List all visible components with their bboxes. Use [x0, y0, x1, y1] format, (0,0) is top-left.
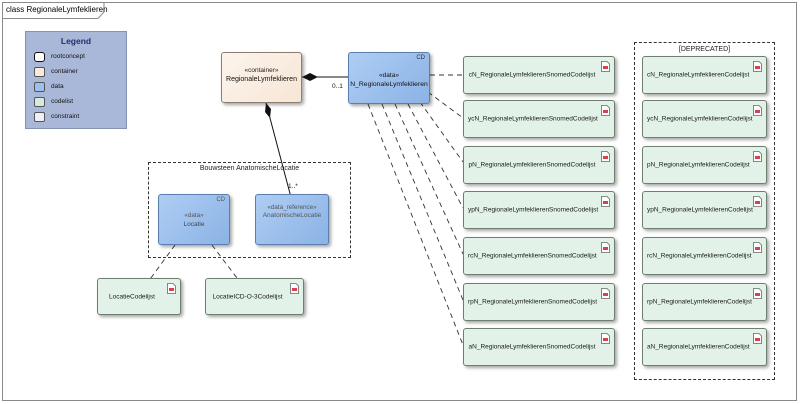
codelist-title: aN_RegionaleLymfeklierenCodelijst	[647, 343, 750, 351]
bouwsteen-package: Bouwsteen AnatomischeLocatie	[148, 162, 351, 258]
aggregation-diamond-2	[265, 103, 271, 118]
legend-swatch	[34, 52, 45, 62]
aggregation-diamond	[302, 73, 318, 81]
codelist-title: rcN_RegionaleLymfeklierenSnomedCodelijst	[468, 252, 597, 260]
link-locatie-codelijst	[147, 244, 176, 283]
deprecated-codelist-rpn[interactable]: rpN_RegionaleLymfeklierenCodelijst	[642, 283, 767, 321]
legend-swatch	[34, 82, 45, 92]
codelist-an-snomed[interactable]: aN_RegionaleLymfeklierenSnomedCodelijst	[463, 328, 615, 366]
container-stereotype: «container»	[244, 67, 279, 74]
codelist-title: ycN_RegionaleLymfeklierenSnomedCodelijst	[468, 115, 598, 123]
document-icon	[753, 242, 762, 253]
locatie-codelijst-node[interactable]: LocatieCodelijst	[97, 278, 181, 315]
codelist-ycn-snomed[interactable]: ycN_RegionaleLymfeklierenSnomedCodelijst	[463, 100, 615, 138]
codelist-title: cN_RegionaleLymfeklierenSnomedCodelijst	[468, 71, 596, 79]
document-icon	[601, 61, 610, 72]
link-pn	[419, 101, 464, 163]
document-icon	[290, 283, 299, 294]
locatie-name: Locatie	[183, 221, 205, 228]
codelist-rpn-snomed[interactable]: rpN_RegionaleLymfeklierenSnomedCodelijst	[463, 283, 615, 321]
deprecated-package: [DEPRECATED]	[634, 42, 775, 380]
anatomische-multiplicity: 1..*	[288, 183, 298, 190]
tab-shape	[2, 2, 105, 19]
codelist-title: ypN_RegionaleLymfeklierenSnomedCodelijst	[468, 206, 599, 214]
deprecated-title: [DEPRECATED]	[678, 46, 731, 53]
main-data-multiplicity: 0..1	[332, 83, 343, 90]
codelist-title: ypN_RegionaleLymfeklierenCodelijst	[647, 206, 753, 214]
main-data-name: N_RegionaleLymfeklieren	[350, 81, 428, 88]
codelist-title: rcN_RegionaleLymfeklierenCodelijst	[647, 252, 752, 260]
codelist-cn-snomed[interactable]: cN_RegionaleLymfeklierenSnomedCodelijst	[463, 56, 615, 94]
codelist-ypn-snomed[interactable]: ypN_RegionaleLymfeklierenSnomedCodelijst	[463, 191, 615, 229]
document-icon	[753, 151, 762, 162]
codelist-title: rpN_RegionaleLymfeklierenCodelijst	[647, 298, 752, 306]
legend-swatch	[34, 67, 45, 77]
document-icon	[601, 242, 610, 253]
document-icon	[753, 333, 762, 344]
container-name: RegionaleLymfeklieren	[226, 76, 297, 83]
diagram-tab: class RegionaleLymfeklieren	[2, 2, 110, 19]
container-node[interactable]: «container» RegionaleLymfeklieren	[221, 52, 302, 103]
link-rpn	[381, 103, 464, 301]
codelist-title: cN_RegionaleLymfeklierenCodelijst	[647, 71, 750, 79]
codelist-title: pN_RegionaleLymfeklierenCodelijst	[647, 161, 750, 169]
document-icon	[753, 196, 762, 207]
main-data-node[interactable]: CD «data» N_RegionaleLymfeklieren	[348, 52, 430, 104]
codelist-pn-snomed[interactable]: pN_RegionaleLymfeklierenSnomedCodelijst	[463, 146, 615, 184]
diagram-title: class RegionaleLymfeklieren	[6, 5, 108, 14]
anatomische-locatie-node[interactable]: «data_reference» AnatomischeLocatie	[255, 194, 329, 245]
link-ycn	[427, 91, 464, 119]
locatie-stereotype: «data»	[184, 212, 204, 219]
link-an	[367, 103, 464, 346]
anatomische-name: AnatomischeLocatie	[262, 212, 322, 219]
document-icon	[601, 333, 610, 344]
legend-label: constraint	[51, 113, 80, 120]
locatie-icd-codelijst-node[interactable]: LocatieICD-O-3Codelijst	[205, 278, 304, 315]
document-icon	[167, 283, 176, 294]
deprecated-codelist-pn[interactable]: pN_RegionaleLymfeklierenCodelijst	[642, 146, 767, 184]
bouwsteen-title: Bouwsteen AnatomischeLocatie	[199, 165, 300, 172]
deprecated-codelist-rcn[interactable]: rcN_RegionaleLymfeklierenCodelijst	[642, 237, 767, 275]
deprecated-codelist-cn[interactable]: cN_RegionaleLymfeklierenCodelijst	[642, 56, 767, 94]
legend-label: rootconcept	[51, 53, 85, 60]
codelist-title: aN_RegionaleLymfeklierenSnomedCodelijst	[468, 343, 596, 351]
main-data-badge: CD	[416, 55, 425, 61]
codelist-links	[147, 74, 464, 346]
codelist-title: ycN_RegionaleLymfeklierenCodelijst	[647, 115, 753, 123]
link-rcn	[394, 103, 464, 255]
link-locatie-icd	[211, 244, 241, 283]
codelist-title: LocatieICD-O-3Codelijst	[212, 293, 283, 300]
codelist-title: rpN_RegionaleLymfeklierenSnomedCodelijst	[468, 298, 598, 306]
legend-label: data	[51, 83, 64, 90]
codelist-title: pN_RegionaleLymfeklierenSnomedCodelijst	[468, 161, 596, 169]
document-icon	[601, 196, 610, 207]
codelist-rcn-snomed[interactable]: rcN_RegionaleLymfeklierenSnomedCodelijst	[463, 237, 615, 275]
document-icon	[601, 151, 610, 162]
main-data-stereotype: «data»	[379, 72, 399, 79]
legend-swatch	[34, 112, 45, 122]
legend-label: container	[51, 68, 78, 75]
codelist-title: LocatieCodelijst	[109, 293, 155, 300]
deprecated-codelist-ycn[interactable]: ycN_RegionaleLymfeklierenCodelijst	[642, 100, 767, 138]
legend: Legend rootconcept container data codeli…	[25, 31, 127, 129]
document-icon	[753, 61, 762, 72]
document-icon	[601, 105, 610, 116]
deprecated-codelist-an[interactable]: aN_RegionaleLymfeklierenCodelijst	[642, 328, 767, 366]
document-icon	[753, 288, 762, 299]
document-icon	[601, 288, 610, 299]
legend-label: codelist	[51, 98, 74, 105]
legend-title: Legend	[60, 36, 92, 46]
deprecated-codelist-ypn[interactable]: ypN_RegionaleLymfeklierenCodelijst	[642, 191, 767, 229]
locatie-node[interactable]: CD «data» Locatie	[158, 194, 230, 245]
anatomische-stereotype: «data_reference»	[267, 204, 317, 211]
link-ypn	[407, 103, 464, 209]
document-icon	[753, 105, 762, 116]
locatie-badge: CD	[216, 197, 225, 203]
legend-swatch	[34, 97, 45, 107]
